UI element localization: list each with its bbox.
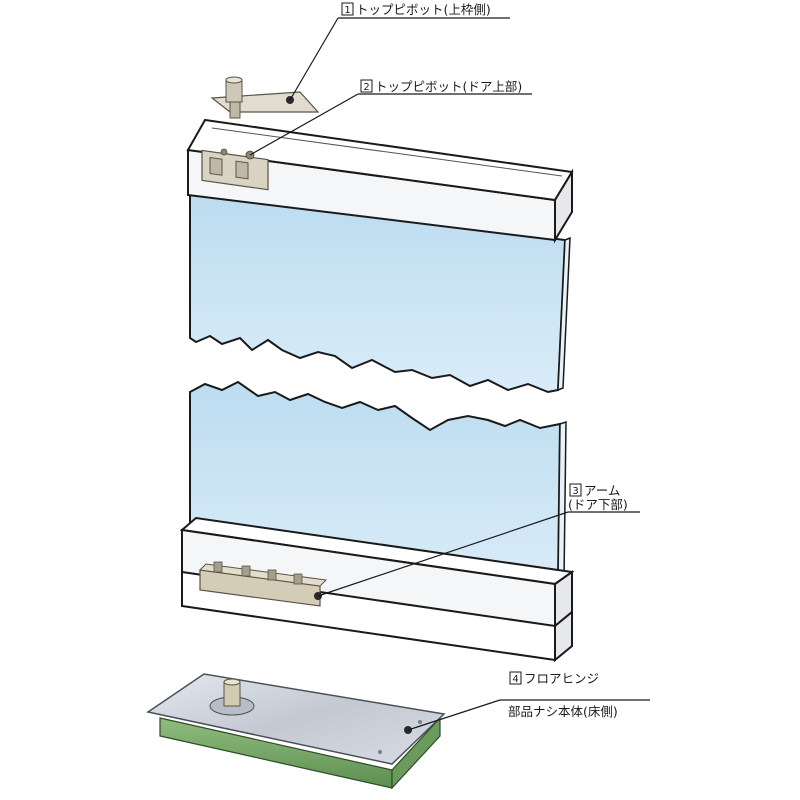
callout-2: 2 トップピボット(ドア上部) (360, 79, 522, 94)
floor-hinge-body (146, 673, 446, 790)
top-rail-groove (211, 127, 563, 177)
callout-1-number: 1 (344, 5, 350, 16)
bottom-rail-base-side (554, 609, 573, 663)
callout-3-label-line2: (ドア下部) (568, 497, 628, 512)
callout-4-number-box (509, 671, 522, 685)
callout-3-number-box (569, 483, 582, 497)
callout-2-number-box (360, 79, 373, 93)
upper-glass-edge (557, 236, 571, 392)
callout-1: 1 トップピボット(上枠側) (341, 2, 491, 17)
floor-hinge-cover-plate (146, 673, 446, 765)
leader-line-4 (407, 699, 501, 731)
callout-2-label: トップピボット(ドア上部) (375, 79, 522, 94)
leader-line-1 (289, 17, 339, 101)
arm-door-bottom-part (198, 561, 328, 607)
callout-3-label: アーム (584, 483, 620, 498)
callout-4: 4 フロアヒンジ 部品ナシ本体(床側) (508, 671, 618, 719)
leader-lines (249, 17, 650, 731)
top-rail-side (554, 168, 573, 244)
leader-line-3 (317, 511, 569, 597)
upper-glass-panel (189, 193, 567, 394)
callout-2-number: 2 (363, 82, 369, 93)
callout-1-number-box (341, 2, 354, 16)
callout-4-label: フロアヒンジ (524, 671, 599, 686)
top-pivot-door-part (201, 148, 269, 191)
leader-line-2 (249, 93, 359, 156)
callout-3: 3 アーム (ドア下部) (568, 483, 628, 512)
lower-glass-edge (557, 420, 567, 584)
callout-4-label-line2: 部品ナシ本体(床側) (508, 704, 618, 719)
callout-1-label: トップピボット(上枠側) (356, 2, 491, 17)
top-pivot-frame-part (210, 76, 320, 119)
callout-4-number: 4 (512, 674, 518, 685)
callout-3-number: 3 (572, 486, 578, 497)
